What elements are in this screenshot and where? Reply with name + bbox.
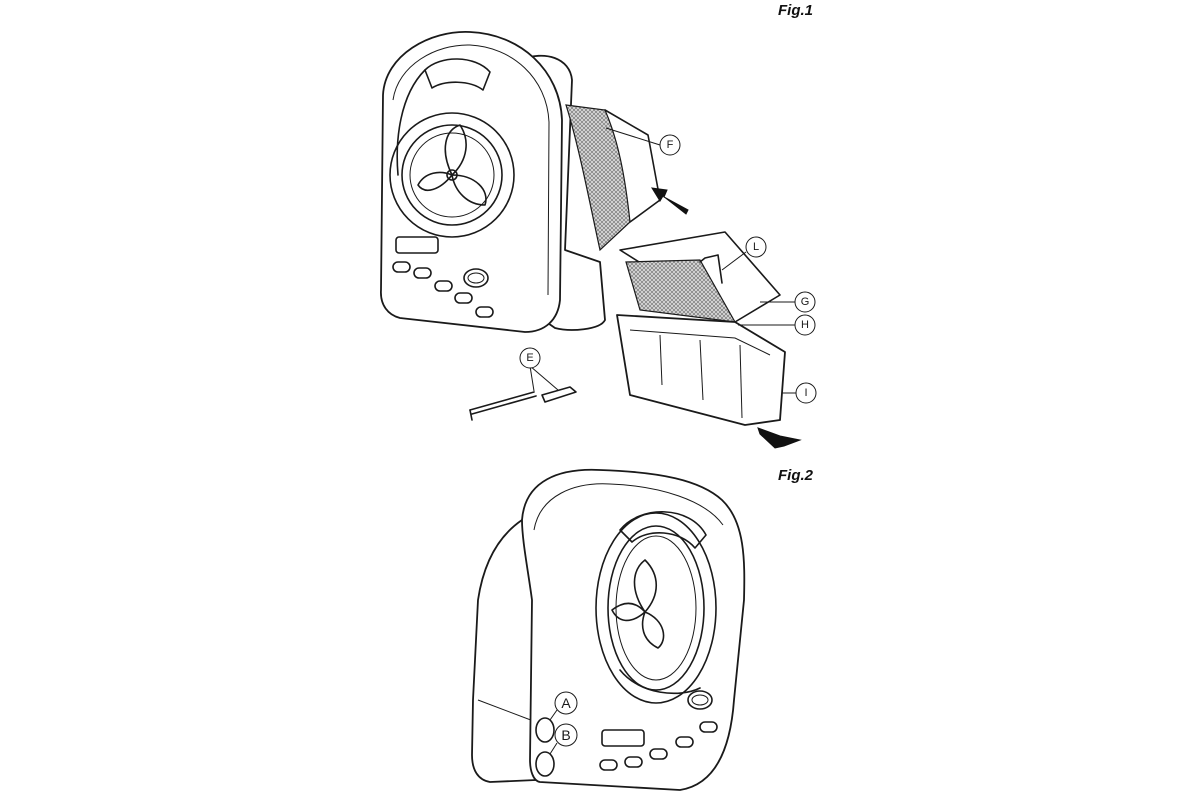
- callout-a: A: [549, 691, 578, 721]
- fig1-fan-blades: [417, 124, 487, 206]
- callout-a-label: A: [561, 695, 571, 711]
- callout-i-label: I: [804, 387, 807, 399]
- callout-i: I: [782, 382, 817, 404]
- part-e-screw: [469, 386, 577, 421]
- callout-h: H: [738, 314, 816, 336]
- fig1-fan-grille: [389, 58, 515, 238]
- fig2-fan-grille: [595, 511, 717, 704]
- callout-l-label: L: [753, 241, 759, 253]
- callout-f: F: [605, 127, 681, 156]
- figure-1-title: Fig.1: [778, 2, 814, 19]
- insert-arrow-lower: [757, 427, 802, 449]
- callout-g: G: [760, 291, 816, 313]
- callout-e-label: E: [526, 352, 533, 364]
- callout-b: B: [549, 723, 578, 755]
- side-button-b: [535, 751, 555, 777]
- callout-e: E: [519, 347, 559, 392]
- filter-f: [565, 104, 661, 252]
- callout-g-label: G: [801, 296, 810, 308]
- insert-arrow-upper: [651, 187, 689, 215]
- fig1-appliance-body: [380, 31, 606, 333]
- filter-tray-assembly: [616, 231, 786, 426]
- side-button-a: [535, 717, 555, 743]
- callout-h-label: H: [801, 319, 809, 331]
- fig2-control-panel: [599, 690, 718, 771]
- callout-l: L: [721, 236, 767, 271]
- callout-b-label: B: [561, 727, 570, 743]
- fig1-control-panel: [392, 236, 494, 318]
- fig2-appliance-body: [471, 468, 746, 791]
- figure-2-title: Fig.2: [778, 467, 814, 484]
- callout-f-label: F: [667, 139, 674, 151]
- fig2-fan-blades: [611, 559, 665, 649]
